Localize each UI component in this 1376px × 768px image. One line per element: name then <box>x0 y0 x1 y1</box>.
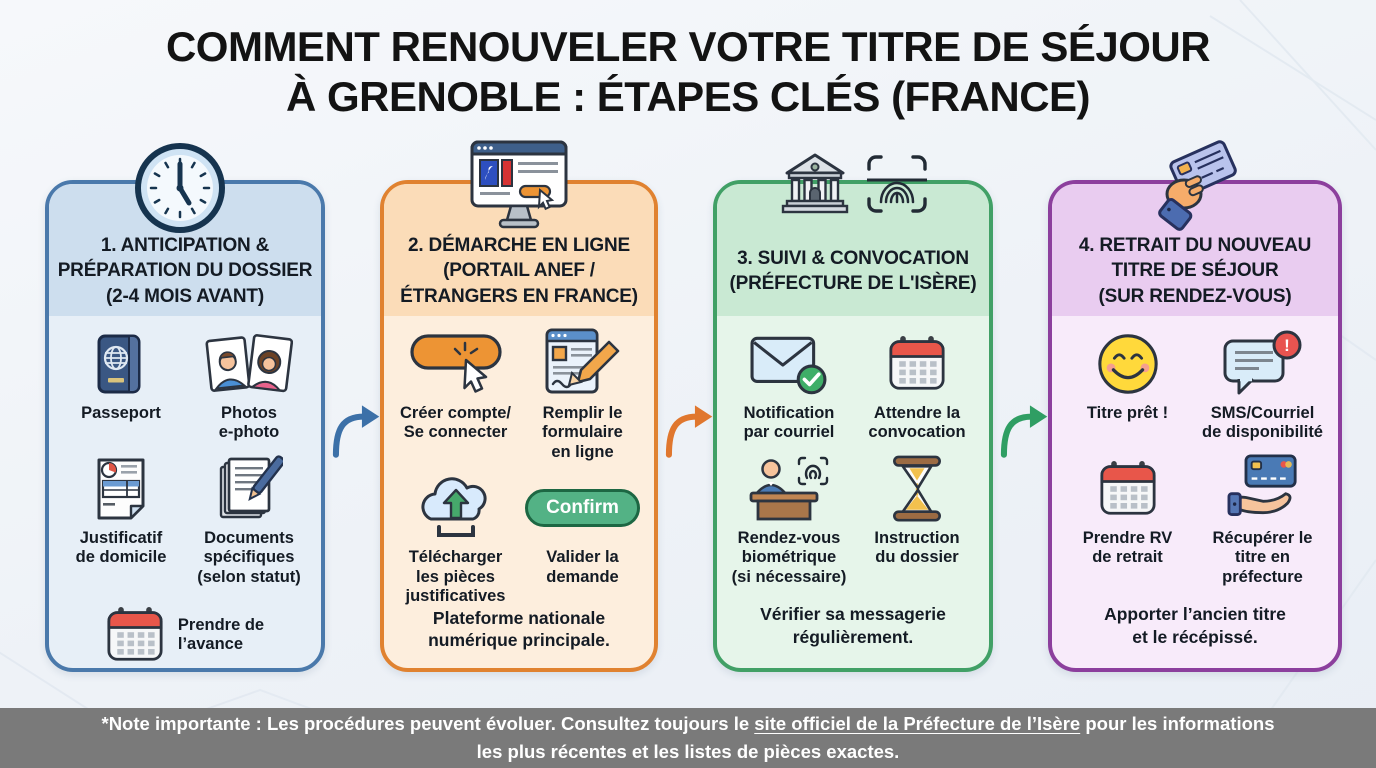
footer-line2: les plus récentes et les listes de pièce… <box>476 741 900 762</box>
page-title-line2: À GRENOBLE : ÉTAPES CLÉS (FRANCE) <box>285 72 1091 120</box>
email-notification-icon <box>750 336 827 395</box>
item-label: Prendre RV de retrait <box>1082 528 1173 567</box>
footer-line1: *Note importante : Les procédures peuven… <box>102 710 1275 738</box>
arrow-step3-to-step4 <box>1000 405 1048 458</box>
click-button-icon <box>409 334 502 393</box>
calendar-icon <box>107 607 163 662</box>
step-3-title: 3. SUIVI & CONVOCATION (PRÉFECTURE DE L'… <box>729 247 977 294</box>
page-title-line1: COMMENT RENOUVELER VOTRE TITRE DE SÉJOUR <box>165 23 1211 70</box>
footer-note-suffix: pour les informations <box>1080 713 1275 735</box>
item-label: Télécharger les pièces justificatives <box>405 548 506 606</box>
item-label: Remplir le formulaire en ligne <box>542 404 623 461</box>
item-collect-permit: Récupérer le titre en préfecture <box>1195 454 1330 587</box>
exclamation-badge: ! <box>1284 336 1290 355</box>
item-create-account: Créer compte/ Se connecter <box>392 330 519 462</box>
item-label: Attendre la convocation <box>868 404 966 442</box>
clock-icon <box>135 143 225 233</box>
item-validate-request: Confirm Valider la demande <box>519 474 646 606</box>
item-upload-documents: Télécharger les pièces justificatives <box>392 474 519 606</box>
confirm-button-icon: Confirm <box>525 489 640 528</box>
hourglass-icon <box>893 455 941 522</box>
arrow-step1-to-step2 <box>332 405 380 458</box>
step-card-2: 2. DÉMARCHE EN LIGNE (PORTAIL ANEF / ÉTR… <box>380 180 658 672</box>
step-3-footnote: Vérifier sa messagerie régulièrement. <box>760 604 946 647</box>
item-label: Prendre de l’avance <box>177 615 265 654</box>
step-4-title: 4. RETRAIT DU NOUVEAU TITRE DE SÉJOUR (S… <box>1078 235 1312 307</box>
footer-link[interactable]: site officiel de la Préfecture de l’Isèr… <box>754 713 1081 735</box>
calendar-icon <box>1099 460 1156 515</box>
item-permit-ready: Titre prêt ! <box>1060 330 1195 443</box>
item-label: Instruction du dossier <box>874 528 960 567</box>
item-email-notification: Notification par courriel <box>725 330 853 443</box>
step-card-3: 3. SUIVI & CONVOCATION (PRÉFECTURE DE L'… <box>713 180 993 672</box>
item-label: Documents spécifiques (selon statut) <box>197 528 301 586</box>
photos-icon <box>205 334 293 393</box>
calendar-icon <box>889 336 945 390</box>
item-fill-form: Remplir le formulaire en ligne <box>519 328 646 462</box>
item-photos: Photos e-photo <box>185 330 313 443</box>
step-2-body: Créer compte/ Se connecter <box>384 316 654 672</box>
item-label: SMS/Courriel de disponibilité <box>1201 404 1323 442</box>
step-card-1: 1. ANTICIPATION & PRÉPARATION DU DOSSIER… <box>45 180 325 672</box>
item-label: Valider la demande <box>546 548 619 586</box>
step-3-body: Notification par courriel <box>717 316 989 668</box>
step-1-body: Passeport <box>49 316 321 675</box>
step-4-footnote: Apporter l’ancien titre et le récépissé. <box>1104 604 1286 647</box>
item-availability-message: ! SMS/Courriel de disponibilité <box>1195 330 1330 443</box>
fingerprint-icon <box>867 155 927 213</box>
item-label: Créer compte/ Se connecter <box>400 404 511 442</box>
proof-of-address-icon <box>97 458 145 520</box>
step-2-title: 2. DÉMARCHE EN LIGNE (PORTAIL ANEF / ÉTR… <box>400 235 638 307</box>
item-label: Titre prêt ! <box>1086 404 1169 422</box>
item-biometric-appointment: Rendez-vous biométrique (si nécessaire) <box>725 455 853 587</box>
page-title: COMMENT RENOUVELER VOTRE TITRE DE SÉJOUR… <box>0 22 1376 121</box>
item-file-processing: Instruction du dossier <box>853 455 981 587</box>
monitor-anef-icon <box>470 140 568 229</box>
item-label: Rendez-vous biométrique (si nécessaire) <box>731 528 847 586</box>
item-plan-ahead: Prendre de l’avance <box>57 607 313 663</box>
item-label: Photos e-photo <box>218 404 280 442</box>
arrow-step2-to-step3 <box>665 405 713 458</box>
biometric-appointment-icon <box>749 456 829 521</box>
item-label: Passeport <box>81 404 161 422</box>
footer-note-prefix: *Note importante : Les procédures peuven… <box>101 713 755 735</box>
step-1-title: 1. ANTICIPATION & PRÉPARATION DU DOSSIER… <box>57 235 313 307</box>
step-4-body: Titre prêt ! <box>1052 316 1338 668</box>
item-label: Récupérer le titre en préfecture <box>1212 528 1313 586</box>
step-3-header: 3. SUIVI & CONVOCATION (PRÉFECTURE DE L'… <box>717 184 989 316</box>
online-form-icon <box>545 328 619 394</box>
item-specific-documents: Documents spécifiques (selon statut) <box>185 455 313 587</box>
specific-documents-icon <box>219 455 283 519</box>
item-passport: Passeport <box>57 330 185 443</box>
step-card-4: 4. RETRAIT DU NOUVEAU TITRE DE SÉJOUR (S… <box>1048 180 1342 672</box>
upload-cloud-icon <box>420 477 487 538</box>
item-label: Notification par courriel <box>743 404 835 442</box>
receive-card-icon <box>1227 454 1297 516</box>
item-label: Justificatif de domicile <box>75 528 167 567</box>
prefecture-building-icon <box>781 153 849 214</box>
item-pickup-appointment: Prendre RV de retrait <box>1060 455 1195 587</box>
footer-note: *Note importante : Les procédures peuven… <box>0 708 1376 768</box>
item-proof-of-address: Justificatif de domicile <box>57 455 185 587</box>
step3-top-icons <box>776 150 930 216</box>
item-wait-convocation: Attendre la convocation <box>853 330 981 443</box>
hand-holding-card-icon <box>1158 140 1237 231</box>
step-2-footnote: Plateforme nationale numérique principal… <box>428 607 610 651</box>
passport-icon <box>97 334 141 394</box>
smiley-icon <box>1097 334 1158 394</box>
sms-alert-icon: ! <box>1223 330 1301 395</box>
